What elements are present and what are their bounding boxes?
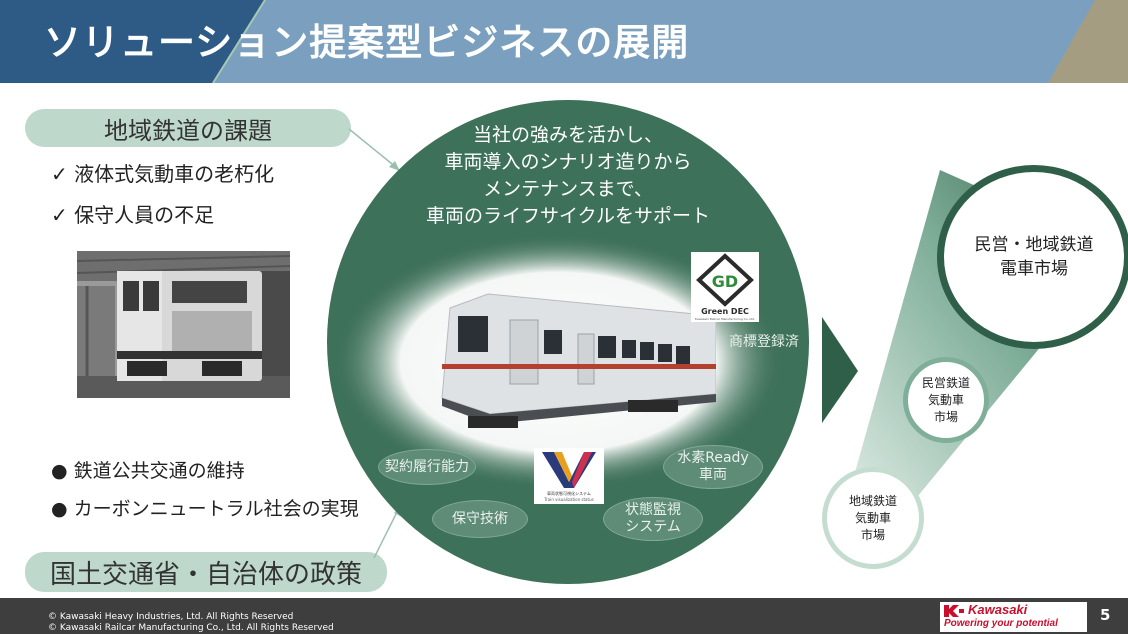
solution-line: メンテナンスまで、 (483, 178, 653, 200)
market-private-diesel: 民営鉄道 気動車 市場 (903, 357, 989, 443)
goal-item-label: カーボンニュートラル社会の実現 (73, 498, 359, 520)
market-label: 気動車 (927, 392, 964, 407)
solution-line: 車両導入のシナリオ造りから (444, 151, 692, 173)
challenge-item: ✓ 保守人員の不足 (51, 199, 214, 228)
market-label: 気動車 (854, 510, 891, 525)
badge-maintenance: 保守技術 (432, 500, 528, 538)
tv-caption-1: 車両状態可視化システム (547, 490, 591, 496)
kawasaki-logo (940, 602, 1087, 632)
solution-line: 当社の強みを活かし、 (472, 124, 663, 146)
market-private-regional-electric: 民営・地域鉄道 電車市場 (937, 165, 1128, 349)
badge-monitoring-line: システム (625, 519, 681, 535)
challenge-item-label: 液体式気動車の老朽化 (74, 162, 275, 186)
goal-item: ● カーボンニュートラル社会の実現 (51, 494, 359, 521)
greendec-name: Green DEC (701, 307, 749, 316)
market-label: 市場 (933, 409, 958, 424)
badge-monitoring: 状態監視 システム (603, 497, 703, 541)
header-decoration (0, 0, 1128, 83)
goal-item-label: 鉄道公共交通の維持 (73, 460, 245, 482)
tv-caption-2: Train visualization status (543, 497, 593, 502)
copyright-khi: © Kawasaki Heavy Industries, Ltd. All Ri… (48, 612, 294, 622)
chevron-right-icon (822, 317, 858, 423)
bullet-icon: ● (51, 498, 68, 520)
check-icon: ✓ (51, 162, 68, 186)
connector-arrow-top (348, 128, 400, 171)
bullet-icon: ● (51, 460, 68, 482)
page-title: ソリューション提案型ビジネスの展開 (44, 21, 690, 64)
challenge-item-label: 保守人員の不足 (74, 203, 215, 227)
old-railcar-photo (77, 251, 290, 398)
kawasaki-mark-icon (944, 605, 964, 617)
new-railcar-image (441, 293, 716, 428)
kawasaki-tagline: Powering your potential (944, 618, 1058, 629)
check-icon: ✓ (51, 203, 68, 227)
trademark-note: 商標登録済 (729, 334, 799, 350)
greendec-logo: GD Green DEC Kawasaki Railcar Manufactur… (691, 252, 759, 322)
market-label: 民営・地域鉄道 (974, 235, 1094, 255)
goal-item: ● 鉄道公共交通の維持 (51, 456, 245, 483)
market-label: 民営鉄道 (921, 375, 970, 390)
train-visualization-logo: 車両状態可視化システム Train visualization status (534, 448, 604, 504)
badge-hydrogen-line: 水素Ready (677, 450, 749, 466)
badge-contract: 契約履行能力 (378, 449, 476, 485)
copyright-railcar: © Kawasaki Railcar Manufacturing Co., Lt… (48, 623, 334, 633)
badge-hydrogen-line: 車両 (699, 467, 727, 483)
badge-hydrogen: 水素Ready 車両 (663, 445, 763, 489)
market-label: 市場 (860, 527, 885, 542)
market-regional-diesel: 地域鉄道 気動車 市場 (822, 467, 924, 569)
challenge-item: ✓ 液体式気動車の老朽化 (51, 158, 274, 187)
solution-line: 車両のライフサイクルをサポート (425, 205, 711, 227)
policy-heading: 国土交通省・自治体の政策 (25, 552, 387, 592)
market-label: 地域鉄道 (848, 493, 897, 508)
solution-statement: 当社の強みを活かし、 車両導入のシナリオ造りから メンテナンスまで、 車両のライ… (407, 122, 729, 230)
greendec-caption: Kawasaki Railcar Manufacturing Co.,Ltd. (695, 317, 755, 321)
greendec-mark: GD (712, 272, 738, 291)
kawasaki-brand: Kawasaki (968, 602, 1028, 617)
page-number: 5 (1100, 606, 1111, 624)
market-label: 電車市場 (1000, 259, 1068, 279)
badge-monitoring-line: 状態監視 (625, 502, 681, 518)
challenges-heading: 地域鉄道の課題 (25, 109, 351, 147)
